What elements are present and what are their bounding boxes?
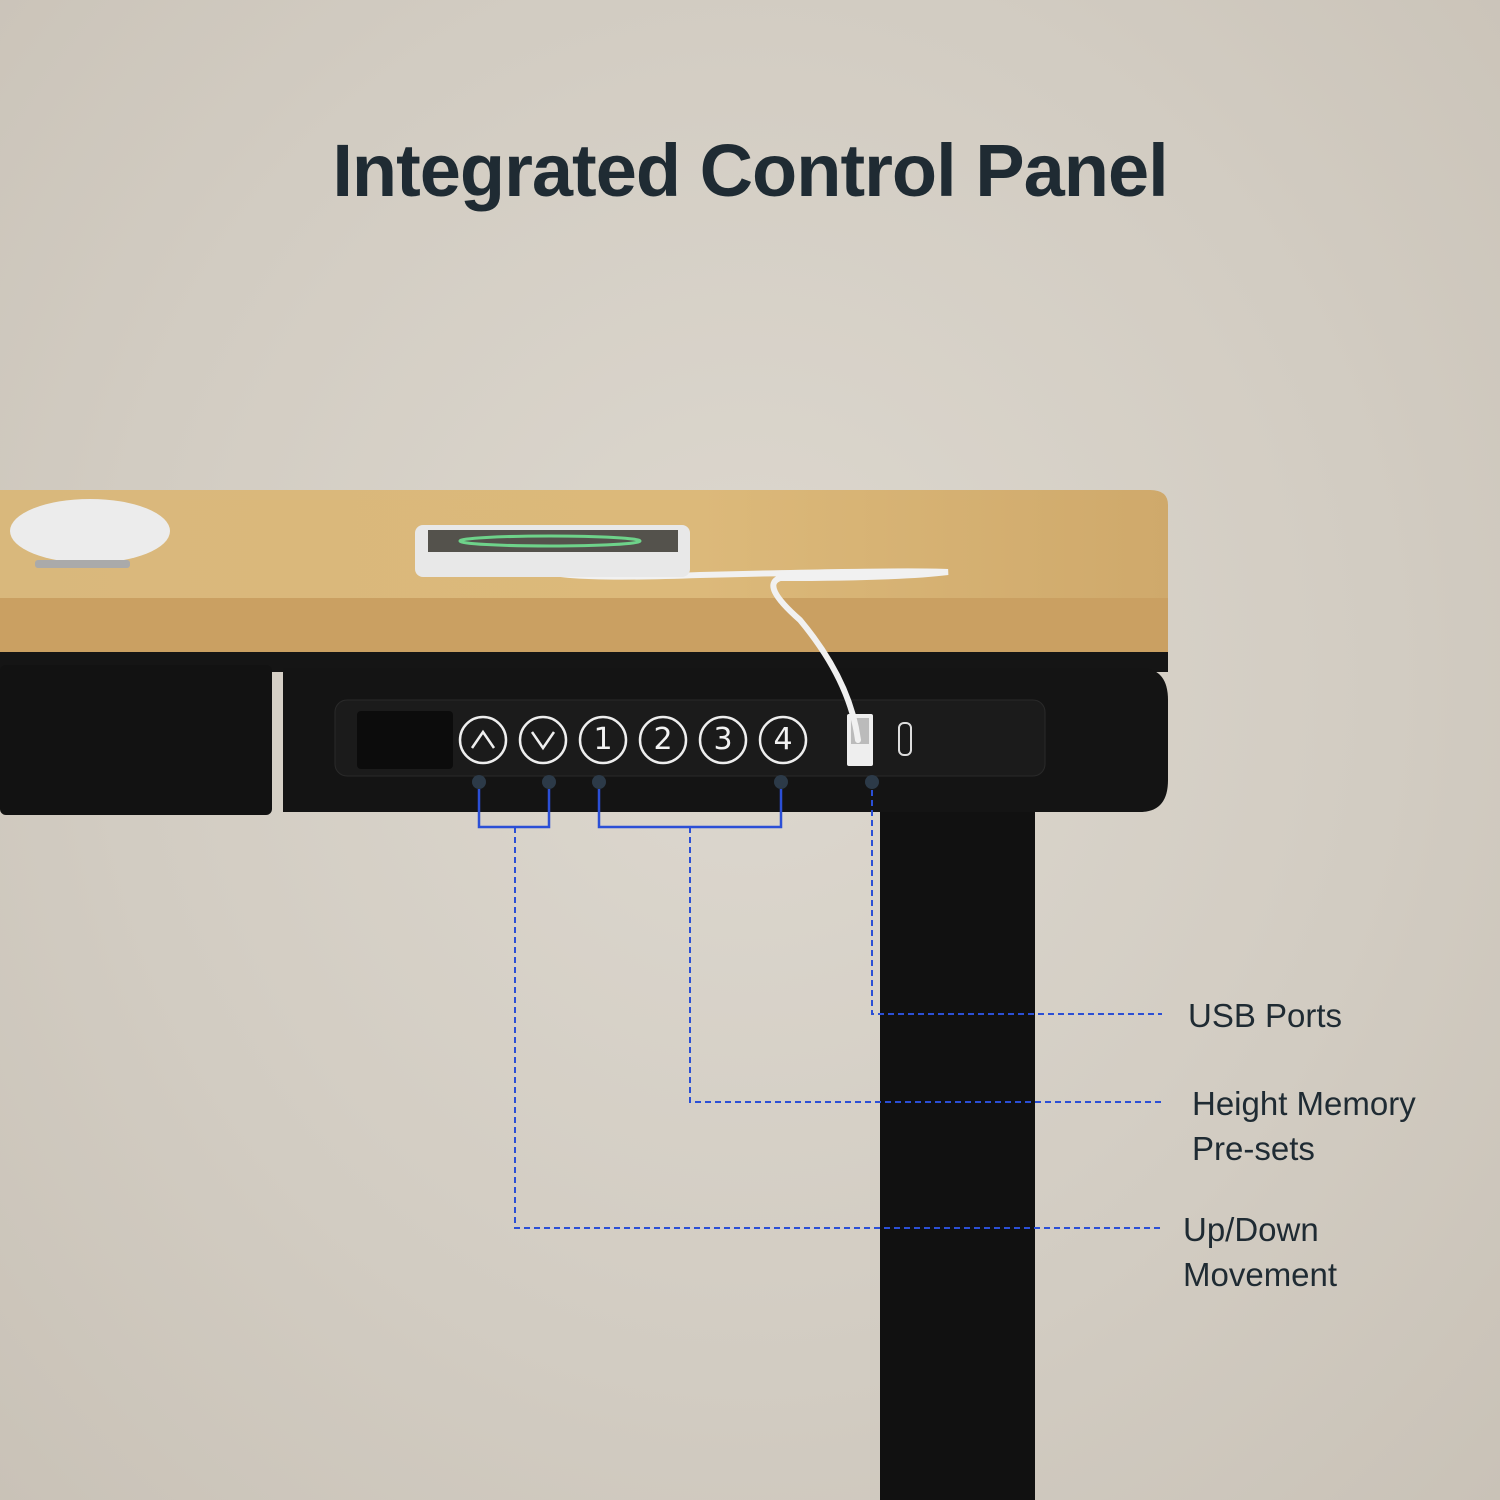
preset-2-button[interactable] — [638, 715, 688, 765]
left-drawer — [0, 665, 272, 815]
up-down-line2: Movement — [1183, 1256, 1338, 1293]
usb-ports-label: USB Ports — [1188, 997, 1343, 1034]
down-button[interactable] — [518, 715, 568, 765]
chevron-up-icon — [470, 729, 496, 749]
preset-2-label: 2 — [653, 722, 673, 757]
phone — [415, 525, 690, 577]
up-down-label: Up/Down Movement — [1183, 1207, 1337, 1297]
height-memory-line2: Pre-sets — [1192, 1130, 1315, 1167]
up-down-line1: Up/Down — [1183, 1211, 1319, 1248]
preset-3-button[interactable] — [698, 715, 748, 765]
preset-3-label: 3 — [713, 722, 733, 757]
page-title: Integrated Control Panel — [332, 129, 1168, 212]
display-screen — [357, 711, 453, 769]
usb-callout-line — [871, 790, 1162, 1015]
usb-c-port — [898, 722, 912, 756]
chevron-down-icon — [530, 731, 556, 751]
preset-1-label: 1 — [593, 722, 613, 757]
preset-1-button[interactable] — [578, 715, 628, 765]
desk-edge — [0, 598, 1168, 654]
height-memory-label: Height Memory Pre-sets — [1192, 1081, 1416, 1171]
desk-leg — [880, 800, 1035, 1500]
memory-callout-line — [689, 827, 1162, 1103]
up-button[interactable] — [458, 715, 508, 765]
mouse — [10, 499, 170, 568]
height-memory-line1: Height Memory — [1192, 1085, 1416, 1122]
preset-4-label: 4 — [773, 722, 793, 757]
updown-callout-line — [514, 827, 1160, 1229]
preset-4-button[interactable] — [758, 715, 808, 765]
